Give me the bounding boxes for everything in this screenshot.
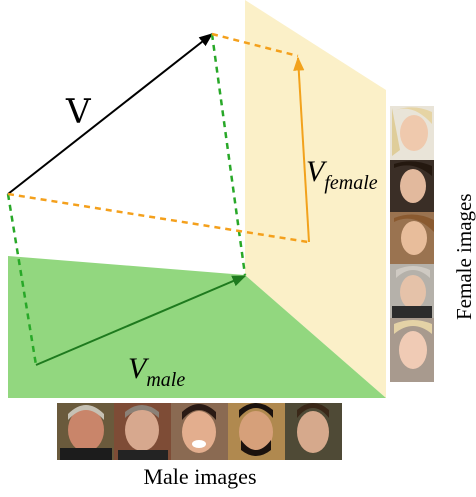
male-face-5: [285, 403, 342, 460]
female-face-1: [390, 106, 434, 160]
vector-female-arrow: [293, 56, 310, 243]
female-images-strip: [390, 106, 434, 382]
vector-male-label-base: V: [128, 352, 147, 385]
male-images-strip: [57, 403, 342, 460]
female-images-caption: Female images: [452, 193, 476, 320]
female-face-2: [390, 160, 434, 212]
vector-female-label-base: V: [306, 155, 325, 188]
female-images-caption-wrap: Female images: [452, 193, 476, 320]
orange-dashed-bottom: [7, 192, 309, 244]
vector-female-label: Vfemale: [306, 155, 378, 195]
vector-male-label-sub: male: [146, 369, 186, 391]
vector-v-label: V: [66, 92, 91, 132]
vector-female-label-sub: female: [324, 172, 378, 194]
orange-dashed-top: [211, 32, 299, 58]
vector-male-label: Vmale: [128, 352, 185, 392]
male-face-4: [228, 403, 285, 460]
female-subspace-plane: [245, 0, 386, 398]
male-subspace-plane: [8, 256, 386, 398]
green-dashed-left: [6, 193, 38, 366]
male-images-caption: Male images: [143, 464, 257, 489]
female-face-3: [390, 212, 434, 264]
vector-male-arrow: [35, 275, 247, 366]
male-face-1: [57, 403, 114, 460]
female-face-4: [390, 264, 434, 318]
vector-v-arrow: [7, 33, 214, 195]
male-face-3: [171, 403, 228, 460]
female-face-5: [390, 318, 434, 382]
green-dashed-right: [210, 33, 247, 276]
male-face-2: [114, 403, 171, 460]
